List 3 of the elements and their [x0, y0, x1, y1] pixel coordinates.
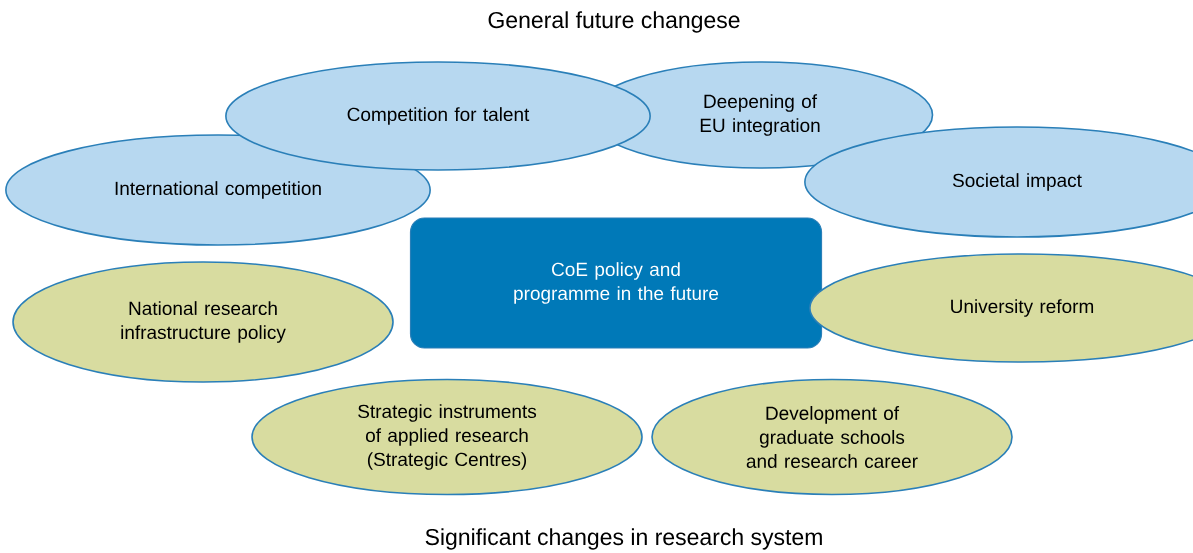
rounded-box: CoE policy and programme in the future	[409, 217, 823, 349]
title: General future changese	[488, 11, 740, 33]
caption: Significant changes in research system	[425, 528, 822, 550]
